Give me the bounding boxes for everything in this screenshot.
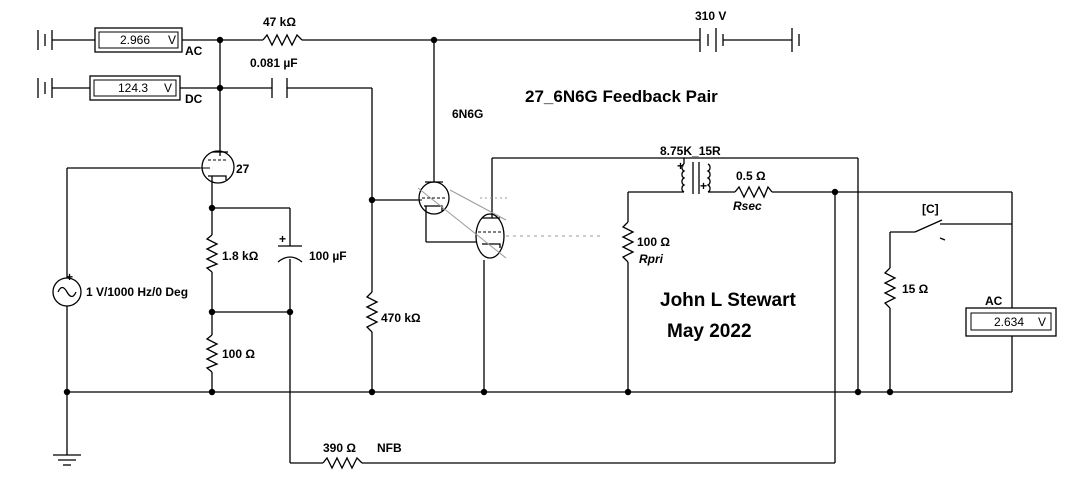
transformer-plus-primary: + xyxy=(677,159,684,173)
capacitor-bypass: + 100 µF xyxy=(277,232,347,263)
nfb-label: NFB xyxy=(377,441,402,455)
ac-input-meter-type: AC xyxy=(185,44,203,58)
capacitor-coupling: 0.081 µF xyxy=(250,56,298,98)
capacitor-bypass-label: 100 µF xyxy=(309,249,347,263)
source-plus-sign: + xyxy=(66,270,73,284)
resistor-rpri: 100 Ω Rpri xyxy=(621,221,670,266)
ac-source: + 1 V/1000 Hz/0 Deg xyxy=(52,270,188,307)
resistor-1k8: 1.8 kΩ xyxy=(205,234,259,273)
tube-6n6g: 6N6G xyxy=(417,107,600,259)
transformer-plus-secondary: + xyxy=(700,179,707,193)
capacitor-plus-sign: + xyxy=(279,232,286,246)
resistor-100-cathode: 100 Ω xyxy=(205,334,255,373)
supply-voltage-label: 310 V xyxy=(695,9,726,23)
dc-meter: 124.3 V DC xyxy=(89,75,203,106)
capacitor-coupling-label: 0.081 µF xyxy=(250,56,298,70)
tube-6n6g-label: 6N6G xyxy=(452,107,483,121)
transformer-label: 8.75K_15R xyxy=(660,144,721,158)
battery-left-dc xyxy=(37,78,53,98)
ac-input-meter-value: 2.966 xyxy=(120,33,150,47)
ac-output-meter-value: 2.634 xyxy=(994,315,1024,329)
wires xyxy=(52,39,1013,464)
resistor-rpri-name: Rpri xyxy=(639,252,664,266)
resistor-rsec-name: Rsec xyxy=(733,199,762,213)
switch: [C] xyxy=(914,202,946,241)
supply-battery xyxy=(699,28,724,52)
resistor-15: 15 Ω xyxy=(883,267,929,309)
resistor-47k: 47 kΩ xyxy=(262,15,303,47)
dc-meter-unit: V xyxy=(164,81,172,95)
junction-dots xyxy=(63,36,894,396)
battery-left-top xyxy=(37,30,53,50)
author-date: May 2022 xyxy=(667,321,752,342)
ac-output-meter-unit: V xyxy=(1038,315,1046,329)
tube-27: 27 xyxy=(200,150,250,184)
resistor-rsec: 0.5 Ω Rsec xyxy=(733,169,773,213)
switch-label: [C] xyxy=(922,202,939,216)
diagram-title: 27_6N6G Feedback Pair xyxy=(525,87,718,106)
battery-right-top xyxy=(791,28,800,52)
tube-27-label: 27 xyxy=(236,162,250,176)
ac-output-meter-type: AC xyxy=(985,294,1003,308)
resistor-390: 390 Ω NFB xyxy=(322,441,402,470)
author-name: John L Stewart xyxy=(660,290,797,311)
resistor-470k-label: 470 kΩ xyxy=(381,311,421,325)
ac-output-meter: 2.634 V AC xyxy=(965,294,1057,337)
resistor-390-label: 390 Ω xyxy=(323,441,356,455)
dc-meter-type: DC xyxy=(185,92,203,106)
ground-symbol xyxy=(53,454,81,466)
transformer: + + 8.75K_15R xyxy=(660,144,721,194)
resistor-470k: 470 kΩ xyxy=(365,291,421,333)
ac-source-label: 1 V/1000 Hz/0 Deg xyxy=(86,285,188,299)
dc-meter-value: 124.3 xyxy=(118,81,148,95)
resistor-rsec-value: 0.5 Ω xyxy=(736,169,766,183)
resistor-100-label: 100 Ω xyxy=(222,347,255,361)
resistor-47k-label: 47 kΩ xyxy=(263,15,296,29)
ac-input-meter: 2.966 V AC xyxy=(94,27,203,58)
ac-input-meter-unit: V xyxy=(168,33,176,47)
resistor-15-label: 15 Ω xyxy=(902,282,929,296)
resistor-rpri-value: 100 Ω xyxy=(637,235,670,249)
resistor-1k8-label: 1.8 kΩ xyxy=(222,249,259,263)
